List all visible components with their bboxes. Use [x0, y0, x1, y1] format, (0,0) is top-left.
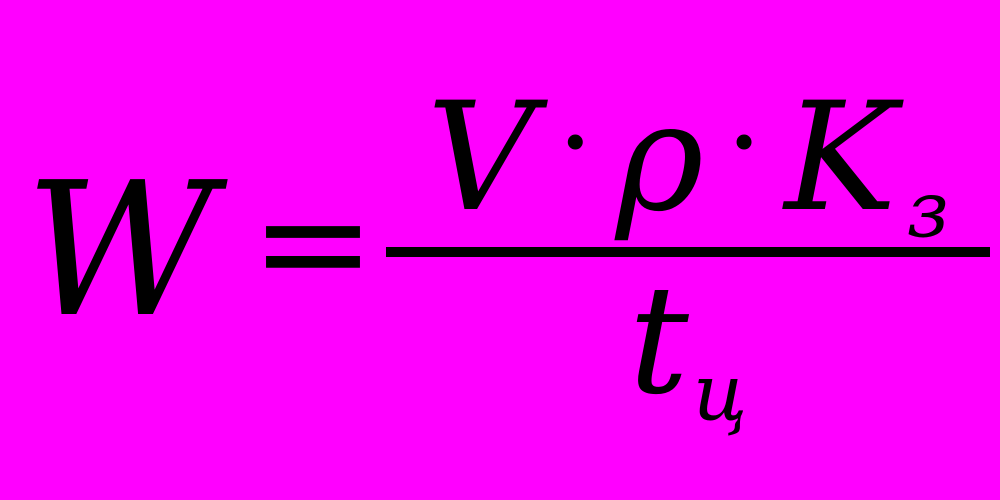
fraction-bar	[385, 247, 990, 257]
denominator-variable-t: t	[628, 254, 689, 428]
numerator-subscript-z: з	[906, 164, 950, 255]
denominator-subscript-ts: ц	[692, 348, 748, 439]
multiplication-dot: ·	[725, 75, 763, 210]
fraction-numerator: V · ρ · K з	[426, 70, 949, 251]
multiplication-dot: ·	[557, 75, 594, 210]
fraction-denominator: t ц	[628, 254, 748, 434]
numerator-variable-v: V	[426, 70, 536, 245]
numerator-variable-k: K	[784, 70, 897, 245]
numerator-variable-rho: ρ	[615, 70, 704, 245]
fraction: V · ρ · K з t ц	[385, 70, 990, 434]
lhs-variable-w: W	[25, 141, 216, 358]
equals-sign: =	[250, 155, 376, 330]
